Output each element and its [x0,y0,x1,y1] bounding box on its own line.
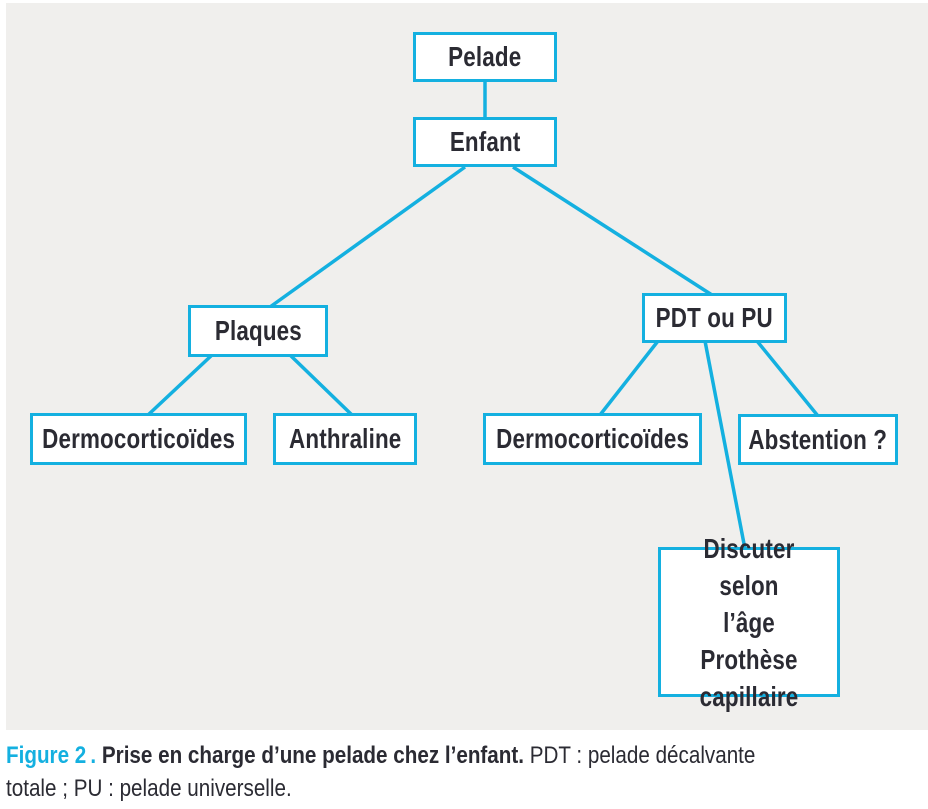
node-dermocorticoides-droite-label: Dermocorticoïdes [495,423,690,454]
node-pdt-ou-pu-label: PDT ou PU [655,302,774,333]
figure-number-label: Figure 2 . [6,742,97,769]
node-anthraline: Anthraline [273,413,417,465]
figure-caption-text: Figure 2 . Prise en charge d’une pelade … [6,739,920,805]
node-plaques: Plaques [188,305,328,357]
node-plaques-label: Plaques [214,315,302,346]
node-abstention: Abstention ? [738,414,898,465]
node-discuter-prothese: Discuter selon l’âge Prothèse capillaire [658,533,840,712]
node-pelade-label: Pelade [448,41,522,72]
node-abstention-label: Abstention ? [748,423,888,455]
figure-caption-note: PDT : pelade décalvante totale ; PU : pe… [6,742,756,802]
node-enfant: Enfant [413,117,557,167]
node-dermocorticoides-gauche-label: Dermocorticoïdes [41,423,236,454]
node-dermocorticoides-droite: Dermocorticoïdes [483,413,702,465]
node-anthraline-label: Anthraline [288,423,402,454]
figure-caption: Figure 2 . Prise en charge d’une pelade … [6,739,922,805]
node-pelade: Pelade [413,32,557,82]
node-dermocorticoides-gauche: Dermocorticoïdes [30,413,247,465]
figure-caption-title: Prise en charge d’une pelade chez l’enfa… [101,742,525,769]
node-pdt-ou-pu: PDT ou PU [642,293,787,343]
node-discuter-prothese-label: Discuter selon l’âge Prothèse capillaire [699,532,799,712]
node-enfant-label: Enfant [449,126,521,157]
